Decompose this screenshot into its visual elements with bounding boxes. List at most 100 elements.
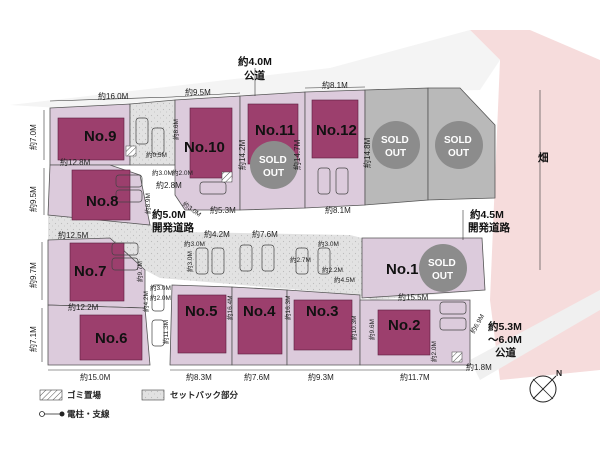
lot-10-label: No.10 — [184, 139, 225, 156]
dim-s-4-2a: 約4.2M — [141, 291, 150, 312]
road-east-type: 開発道路 — [468, 221, 510, 234]
dim-top-9-5: 約9.5M — [185, 87, 211, 97]
lot-11-sold-text-1: SOLD — [259, 155, 287, 166]
parking-slots — [111, 117, 467, 347]
lot-13-sold-text-1: SOLD — [381, 135, 409, 146]
lot-8-label: No.8 — [86, 193, 119, 210]
dim-l-7-1: 約7.1M — [28, 326, 38, 352]
road-north-width: 約4.0M — [238, 55, 272, 68]
dim-w-12-8: 約12.8M — [60, 157, 91, 167]
road-se-type: 公道 — [495, 346, 516, 359]
dim-s-2-0b: 約2.0M — [150, 293, 171, 302]
dim-b-7-6: 約7.6M — [244, 372, 270, 382]
garbage-area-1 — [125, 145, 137, 157]
lot-11-label: No.11 — [255, 122, 295, 139]
lot-9-building — [57, 117, 125, 161]
garbage-area-2 — [221, 171, 233, 183]
dim-m-3-0b: 約3.0M — [184, 239, 205, 248]
lot-6-label: No.6 — [95, 330, 128, 347]
dim-b-9-3: 約9.3M — [308, 372, 334, 382]
road-east-width: 約4.5M — [470, 208, 504, 221]
lot-11-sold-text-2: OUT — [263, 168, 284, 179]
compass-n: N — [556, 368, 562, 378]
legend-pole-icon — [39, 411, 45, 417]
dim-m-3-0a: 約3.0M — [185, 251, 194, 272]
lot-8-building — [71, 169, 131, 221]
lot-10-building — [189, 107, 233, 179]
lot-12-label: No.12 — [316, 122, 357, 139]
road-se-width2: ～6.0M — [488, 334, 522, 346]
dim-s-2-0a: 約2.0M — [172, 168, 193, 177]
dim-b-1-8: 約1.8M — [466, 362, 492, 372]
dim-e-15-5: 約15.5M — [398, 292, 429, 302]
legend-garbage-swatch — [39, 389, 63, 401]
dim-m-9-6: 約9.6M — [367, 319, 376, 340]
dim-w-12-5: 約12.5M — [58, 230, 89, 240]
north-compass: N — [529, 368, 562, 403]
dim-s-5-3: 約5.3M — [210, 205, 236, 215]
dim-v-14-8: 約14.8M — [362, 137, 372, 168]
dim-m-3-0c: 約3.0M — [318, 239, 339, 248]
lot-3-label: No.3 — [306, 303, 339, 320]
dim-m-16-4: 約16.4M — [225, 295, 234, 320]
lot-9-label: No.9 — [84, 128, 117, 145]
dim-s-8-9: 約8.9M — [143, 193, 152, 214]
lot-1-label: No.1 — [386, 261, 419, 278]
dim-top-16-0: 約16.0M — [98, 91, 129, 101]
dim-v-8-6: 約8.6M — [171, 119, 180, 140]
legend-setback-label: セットバック部分 — [170, 390, 239, 400]
garbage-area-3 — [451, 351, 463, 363]
dim-b-11-7: 約11.7M — [400, 372, 430, 382]
dim-m-4-2: 約4.2M — [204, 229, 230, 239]
field-area — [470, 30, 600, 380]
lot-5-label: No.5 — [185, 303, 218, 320]
dim-v-14-7: 約14.7M — [292, 139, 302, 170]
dim-m-7-6: 約7.6M — [252, 229, 278, 239]
north-road-area — [10, 30, 500, 108]
lot-14-sold-circle — [435, 121, 483, 169]
dim-e-2-0: 約2.0M — [429, 341, 438, 362]
legend-setback-swatch — [141, 389, 165, 401]
road-north-type: 公道 — [244, 69, 265, 82]
dim-l-7-0: 約7.0M — [28, 124, 38, 150]
dim-m-10-3: 約10.3M — [349, 315, 358, 340]
lot-14-sold-text-2: OUT — [448, 148, 469, 159]
dim-b-8-3: 約8.3M — [186, 372, 212, 382]
road-center-type: 開発道路 — [152, 221, 194, 234]
dim-m-4-5: 約4.5M — [334, 275, 355, 284]
lot-1-sold-text-2: OUT — [432, 271, 453, 282]
lot-12-building — [311, 99, 359, 159]
lot-5-building — [177, 294, 227, 354]
road-se-width: 約5.3M — [488, 320, 522, 333]
dim-s-3-0c: 約3.0M — [150, 283, 171, 292]
lot-7-label: No.7 — [74, 263, 107, 280]
lot-4-label: No.4 — [243, 303, 276, 320]
lot-7-building — [69, 242, 125, 302]
dim-top-8-1: 約8.1M — [322, 80, 348, 90]
dim-l-9-5: 約9.5M — [28, 186, 38, 212]
lot-13-sold-text-2: OUT — [385, 148, 406, 159]
lot-6-building — [79, 314, 143, 361]
lot-2-label: No.2 — [388, 317, 421, 334]
dim-b-15-0: 約15.0M — [80, 372, 111, 382]
lot-2-building — [377, 309, 431, 356]
dim-s-11-3: 約11.3M — [161, 320, 170, 344]
dimension-lines — [41, 68, 541, 371]
dim-v-14-2: 約14.2M — [237, 139, 247, 170]
dim-e-6-9: 約6.9M — [468, 312, 486, 335]
east-road — [470, 290, 600, 380]
dim-s-9-7b: 約9.7M — [135, 261, 144, 282]
dim-m-2-2: 約2.2M — [322, 265, 343, 274]
lot-1-sold-circle — [419, 244, 467, 292]
dim-s-3-0a: 約3.0M — [152, 168, 173, 177]
lot-3-building — [293, 299, 353, 351]
dim-s-2-8: 約2.8M — [156, 180, 182, 190]
dim-l-9-7: 約9.7M — [28, 262, 38, 288]
lot-4-building — [237, 297, 283, 355]
road-center-width: 約5.0M — [152, 208, 186, 221]
lot-14-sold-text-1: SOLD — [444, 135, 472, 146]
field-label: 畑 — [538, 151, 549, 164]
lot-13-sold-circle — [372, 121, 420, 169]
